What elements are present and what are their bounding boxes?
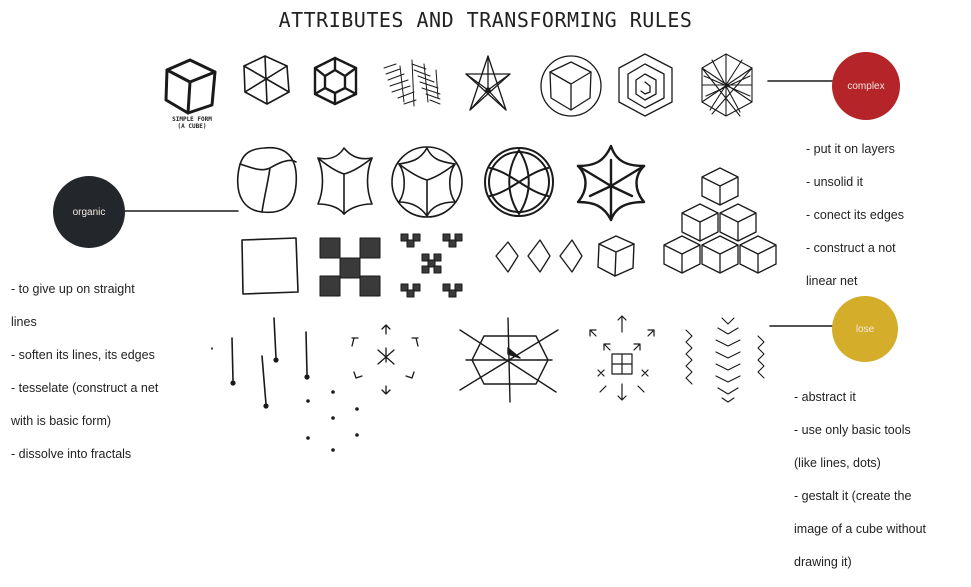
star-net-sketch <box>466 56 510 110</box>
complex-note: - construct a not <box>806 240 904 257</box>
scattered-dots-sketch <box>306 390 359 452</box>
organic-note: - to give up on straight <box>11 281 158 298</box>
lose-note: image of a cube without <box>794 521 926 538</box>
lose-label: lose <box>856 324 874 335</box>
circle-petal-sketch <box>485 148 553 216</box>
lose-notes: - abstract it - use only basic tools (li… <box>794 372 926 587</box>
spiral-hexagon-sketch <box>619 54 672 116</box>
lose-note: - gestalt it (create the <box>794 488 926 505</box>
lose-note: - abstract it <box>794 389 926 406</box>
simple-form-label-line-1: SIMPLE FORM <box>160 116 224 123</box>
arrow-cube-sketch <box>352 325 418 394</box>
complex-label: complex <box>847 81 884 92</box>
concave-cube-sketch <box>318 148 372 214</box>
lose-circle: lose <box>832 296 898 362</box>
rounded-cube-sketch <box>238 148 297 213</box>
lose-note: (like lines, dots) <box>794 455 926 472</box>
stacked-cubes-sketch <box>664 168 776 273</box>
lines-dots-sketch <box>212 318 309 408</box>
small-cube-sketch <box>598 236 634 276</box>
hatched-lines-sketch <box>384 60 440 106</box>
complex-note: - conect its edges <box>806 207 904 224</box>
organic-note: - dissolve into fractals <box>11 446 158 463</box>
fractal-cross-sketch <box>401 234 462 297</box>
inscribed-concave-cube-sketch <box>392 147 462 217</box>
star-hexagon-sketch <box>578 146 644 220</box>
nested-cube-sketch <box>315 58 356 104</box>
simple-form-label-line-2: (A CUBE) <box>160 123 224 130</box>
checkerboard-sketch <box>320 238 380 296</box>
organic-note: lines <box>11 314 158 331</box>
complex-note: - unsolid it <box>806 174 904 191</box>
zigzag-lines-sketch <box>686 318 764 402</box>
complex-notes: - put it on layers - unsolid it - conect… <box>806 124 904 306</box>
complex-note: - put it on layers <box>806 141 904 158</box>
simple-form-label: SIMPLE FORM (A CUBE) <box>160 116 224 130</box>
radiating-net-sketch <box>460 318 558 402</box>
organic-note: with is basic form) <box>11 413 158 430</box>
wireframe-hexagon-sketch <box>244 56 289 104</box>
organic-notes: - to give up on straight lines - soften … <box>11 264 158 479</box>
diamonds-sketch <box>496 240 582 272</box>
square-sketch <box>242 238 298 294</box>
organic-note: - tesselate (construct a net <box>11 380 158 397</box>
lose-note: - use only basic tools <box>794 422 926 439</box>
organic-note: - soften its lines, its edges <box>11 347 158 364</box>
organic-label: organic <box>73 207 106 218</box>
complex-note: linear net <box>806 273 904 290</box>
circled-cube-sketch <box>541 56 601 116</box>
complex-circle: complex <box>832 52 900 120</box>
organic-circle: organic <box>53 176 125 248</box>
dense-net-cube-sketch <box>702 54 752 116</box>
simple-cube-sketch <box>166 60 215 113</box>
arrow-field-sketch <box>590 316 654 400</box>
lose-note: drawing it) <box>794 554 926 571</box>
